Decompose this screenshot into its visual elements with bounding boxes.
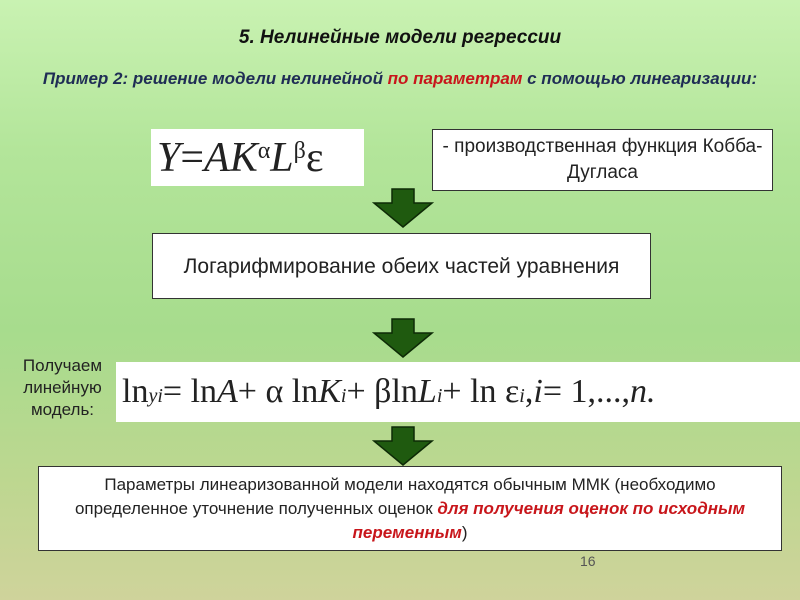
arrow-down-icon (372, 188, 434, 228)
formula-l: L (270, 134, 294, 181)
var-n: n. (630, 373, 656, 410)
obtain-label: Получаем линейную модель: (22, 356, 103, 419)
eq-ln: = ln (162, 373, 218, 410)
plus-alpha: + α ln (237, 373, 319, 410)
slide-title: 5. Нелинейные модели регрессии (238, 27, 562, 48)
log-step-text: Логарифмирование обеих частей уравнения (183, 254, 620, 278)
subtitle-text-2: с помощью линеаризации: (522, 69, 758, 88)
range: = 1,..., (542, 373, 630, 410)
subtitle-highlight: по параметрам (387, 69, 523, 88)
arrow-down-icon (372, 426, 434, 466)
var-l: L (417, 373, 437, 410)
params-text: Параметры линеаризованной модели находят… (49, 473, 771, 545)
var-a: A (217, 373, 238, 410)
log-step-box: Логарифмирование обеих частей уравнения (152, 233, 651, 299)
page-number: 16 (580, 553, 596, 569)
subtitle-text-1: Пример 2: решение модели нелинейной (42, 69, 388, 88)
comma: , (524, 373, 534, 410)
formula-epsilon: ε (305, 134, 324, 181)
formula-beta: β (293, 138, 306, 164)
params-text-1: Параметры линеаризованной модели находят… (74, 474, 716, 518)
formula-eq: = (180, 134, 205, 181)
ln-term: ln (122, 373, 149, 410)
var-k: K (318, 373, 341, 410)
formula-alpha: α (257, 138, 271, 164)
var-i: i (533, 373, 543, 410)
cobb-douglas-label: - производственная функция Кобба-Дугласа (442, 136, 763, 183)
params-box: Параметры линеаризованной модели находят… (38, 466, 782, 551)
formula-y: Y (157, 134, 181, 181)
sub-yi: yi (148, 384, 163, 407)
arrow-down-icon (372, 318, 434, 358)
params-highlight: для получения оценок по исходным перемен… (352, 498, 746, 542)
plus-beta: + βln (346, 373, 418, 410)
params-text-2: ) (461, 522, 468, 542)
formula-a: A (204, 134, 230, 181)
sub-i: i (519, 384, 525, 407)
formula-k: K (229, 134, 258, 181)
plus-eps: + ln ε (442, 373, 520, 410)
sub-i: i (436, 384, 443, 407)
cobb-douglas-label-box: - производственная функция Кобба-Дугласа (432, 129, 773, 191)
sub-i: i (340, 384, 347, 407)
slide-subtitle: Пример 2: решение модели нелинейной по п… (40, 68, 760, 89)
